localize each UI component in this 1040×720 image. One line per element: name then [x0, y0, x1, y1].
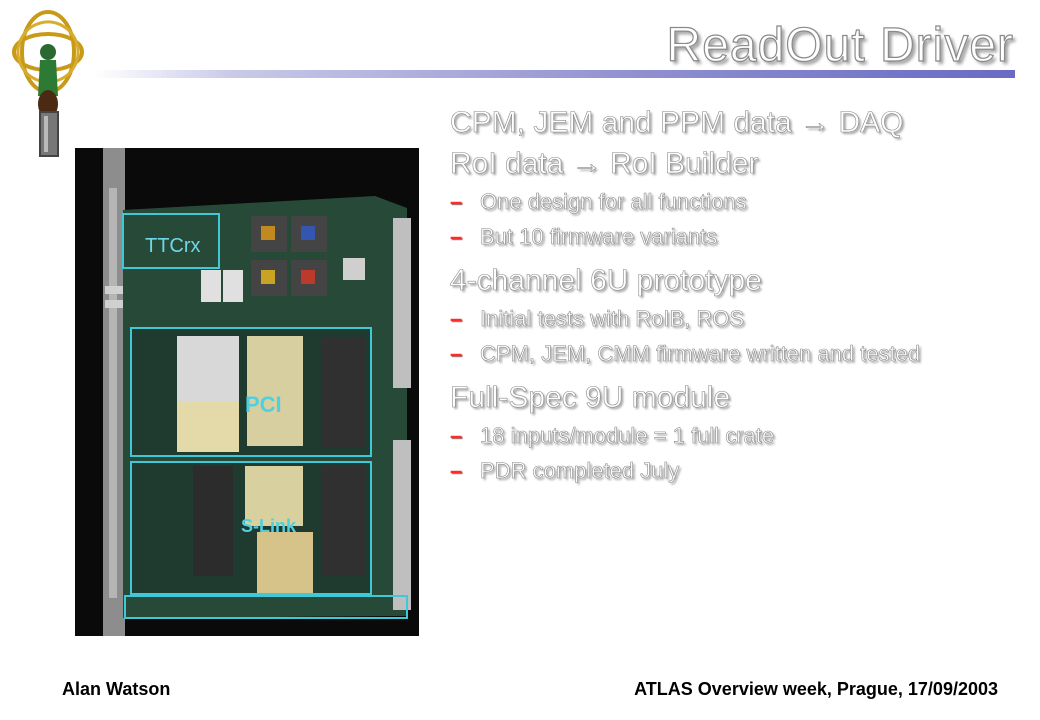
bullet-text: Full-Spec 9U module [450, 380, 731, 414]
sub-bullet-item: –CPM, JEM, CMM firmware written and test… [450, 341, 990, 367]
bullet-list: CPM, JEM and PPM data → DAQ RoI data → Ro… [450, 106, 990, 494]
dash-marker: – [450, 341, 463, 367]
sub-bullet-item: –One design for all functions [450, 189, 990, 215]
atlas-logo [12, 10, 84, 157]
footer-event: ATLAS Overview week, Prague, 17/09/2003 [634, 679, 998, 699]
bullet-text: RoI data → RoI Builder [450, 146, 759, 180]
bullet-text: CPM, JEM and PPM data → DAQ [450, 106, 904, 140]
bullet-text: One design for all functions [480, 189, 747, 215]
ttcrx-label: TTCrx [145, 235, 201, 257]
sub-bullet-item: –But 10 firmware variants [450, 224, 990, 250]
bullet-item: 4-channel 6U prototype [450, 263, 990, 299]
dash-marker: – [450, 458, 463, 484]
dash-marker: – [450, 224, 463, 250]
bullet-text: CPM, JEM, CMM firmware written and teste… [480, 341, 921, 367]
rod-board-photo: TTCrx PCI S-Link [75, 148, 419, 636]
bullet-item: RoI data → RoI Builder [450, 146, 990, 182]
bullet-item: Full-Spec 9U module [450, 380, 990, 416]
slink-label: S-Link [241, 516, 297, 536]
footer-author: Alan Watson [62, 679, 171, 699]
pci-label: PCI [245, 392, 282, 417]
bullet-item: CPM, JEM and PPM data → DAQ [450, 106, 990, 141]
slide-title: ReadOut Driver [666, 18, 1014, 72]
dash-marker: – [450, 306, 463, 332]
bullet-text: PDR completed July [480, 458, 680, 484]
sub-bullet-item: –PDR completed July [450, 458, 990, 484]
bullet-text: 4-channel 6U prototype [450, 263, 762, 297]
bullet-text: 18 inputs/module = 1 full crate [480, 423, 775, 449]
title-underline [95, 70, 1015, 78]
dash-marker: – [450, 423, 463, 449]
bullet-text: But 10 firmware variants [480, 224, 718, 250]
sub-bullet-item: –18 inputs/module = 1 full crate [450, 423, 990, 449]
bullet-text: Initial tests with RoIB, ROS [480, 306, 745, 332]
sub-bullet-item: –Initial tests with RoIB, ROS [450, 306, 990, 332]
dash-marker: – [450, 189, 463, 214]
